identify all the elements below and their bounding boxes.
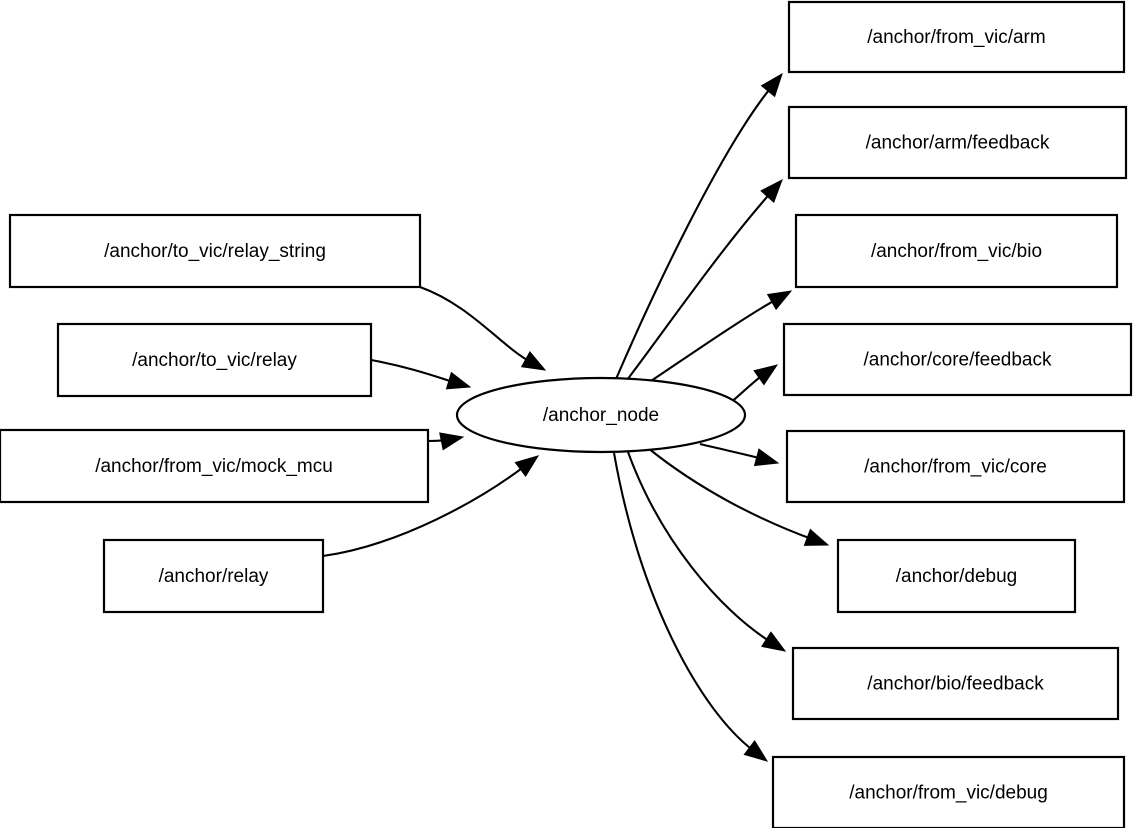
- arrowhead-e-out-6: [803, 528, 830, 546]
- topic-node-from_vic_arm[interactable]: /anchor/from_vic/arm: [787, 0, 1126, 74]
- topic-label: /anchor/relay: [159, 566, 269, 587]
- topic-node-from_vic_mock_mcu[interactable]: /anchor/from_vic/mock_mcu: [0, 428, 430, 504]
- arrowhead-e-in-2: [445, 371, 472, 390]
- topic-node-bio_feedback[interactable]: /anchor/bio/feedback: [791, 646, 1120, 721]
- arrowhead-e-out-5: [753, 448, 780, 467]
- topic-node-to_vic_relay[interactable]: /anchor/to_vic/relay: [56, 322, 373, 398]
- topic-box: [794, 213, 1119, 289]
- topic-box: [787, 105, 1128, 180]
- topic-box: [8, 213, 422, 289]
- edge-anchor_node-to-from_vic_arm: [615, 72, 783, 380]
- topic-box: [782, 322, 1133, 397]
- edge-line: [644, 298, 777, 386]
- center-node-ellipse: [455, 376, 747, 454]
- topic-box: [0, 428, 430, 504]
- topic-label: /anchor/to_vic/relay_string: [104, 241, 326, 262]
- topic-node-to_vic_relay_string[interactable]: /anchor/to_vic/relay_string: [8, 213, 422, 289]
- topic-label: /anchor/debug: [896, 566, 1018, 587]
- topic-box: [836, 538, 1077, 614]
- edge-anchor_node-to-from_vic_bio: [644, 290, 793, 386]
- topic-label: /anchor/arm/feedback: [866, 133, 1050, 154]
- topic-box: [56, 322, 373, 398]
- edge-line: [699, 442, 762, 460]
- edge-to_vic_relay-to-anchor_node: [370, 358, 472, 390]
- edge-line: [627, 451, 772, 643]
- topic-node-from_vic_debug[interactable]: /anchor/from_vic/debug: [771, 755, 1126, 828]
- arrowhead-e-out-4: [753, 364, 779, 386]
- edge-line: [647, 447, 813, 541]
- edge-anchor_node-to-from_vic_core: [699, 442, 780, 467]
- topic-node-arm_feedback[interactable]: /anchor/arm/feedback: [787, 105, 1128, 180]
- edge-line: [419, 286, 531, 363]
- edges-layer: [322, 72, 830, 762]
- edge-anchor_node-to-arm_feedback: [626, 178, 783, 381]
- edge-line: [322, 465, 526, 558]
- arrowhead-e-out-8: [743, 740, 769, 762]
- arrowhead-e-out-3: [766, 290, 793, 311]
- topic-node-core_feedback[interactable]: /anchor/core/feedback: [782, 322, 1133, 397]
- topic-label: /anchor/from_vic/core: [864, 457, 1047, 478]
- arrowhead-e-in-1: [520, 351, 547, 371]
- topic-label: /anchor/from_vic/bio: [871, 241, 1042, 262]
- topic-node-from_vic_bio[interactable]: /anchor/from_vic/bio: [794, 213, 1119, 289]
- edge-anchor_node-to-bio_feedback: [627, 451, 787, 652]
- edge-from_vic_mock_mcu-to-anchor_node: [427, 432, 465, 451]
- topic-box: [785, 429, 1126, 504]
- topic-label: /anchor/to_vic/relay: [132, 350, 297, 371]
- topic-node-from_vic_core[interactable]: /anchor/from_vic/core: [785, 429, 1126, 504]
- edge-anchor_node-to-from_vic_debug: [612, 452, 769, 762]
- arrowhead-e-out-7: [761, 631, 787, 652]
- topic-node-relay[interactable]: /anchor/relay: [102, 538, 325, 614]
- center-node-anchor_node[interactable]: /anchor_node: [455, 376, 747, 454]
- edge-to_vic_relay_string-to-anchor_node: [419, 286, 547, 371]
- edge-relay-to-anchor_node: [322, 455, 540, 558]
- edge-anchor_node-to-debug: [647, 447, 830, 546]
- arrowhead-e-in-4: [514, 455, 540, 477]
- center-node-label: /anchor_node: [543, 405, 659, 426]
- topic-label: /anchor/from_vic/mock_mcu: [95, 456, 333, 477]
- topic-box: [102, 538, 325, 614]
- arrowhead-e-out-1: [760, 72, 783, 98]
- edge-line: [615, 86, 773, 380]
- topic-label: /anchor/from_vic/arm: [867, 27, 1045, 48]
- edge-line: [626, 192, 772, 381]
- topic-node-debug[interactable]: /anchor/debug: [836, 538, 1077, 614]
- topic-box: [791, 646, 1120, 721]
- topic-label: /anchor/core/feedback: [863, 350, 1052, 371]
- arrowhead-e-in-3: [439, 432, 465, 451]
- topic-label: /anchor/from_vic/debug: [849, 783, 1048, 804]
- edge-line: [370, 358, 455, 384]
- edge-line: [612, 452, 755, 752]
- topic-box: [771, 755, 1126, 828]
- topic-label: /anchor/bio/feedback: [867, 674, 1044, 695]
- arrowhead-e-out-2: [760, 178, 783, 203]
- topic-box: [787, 0, 1126, 74]
